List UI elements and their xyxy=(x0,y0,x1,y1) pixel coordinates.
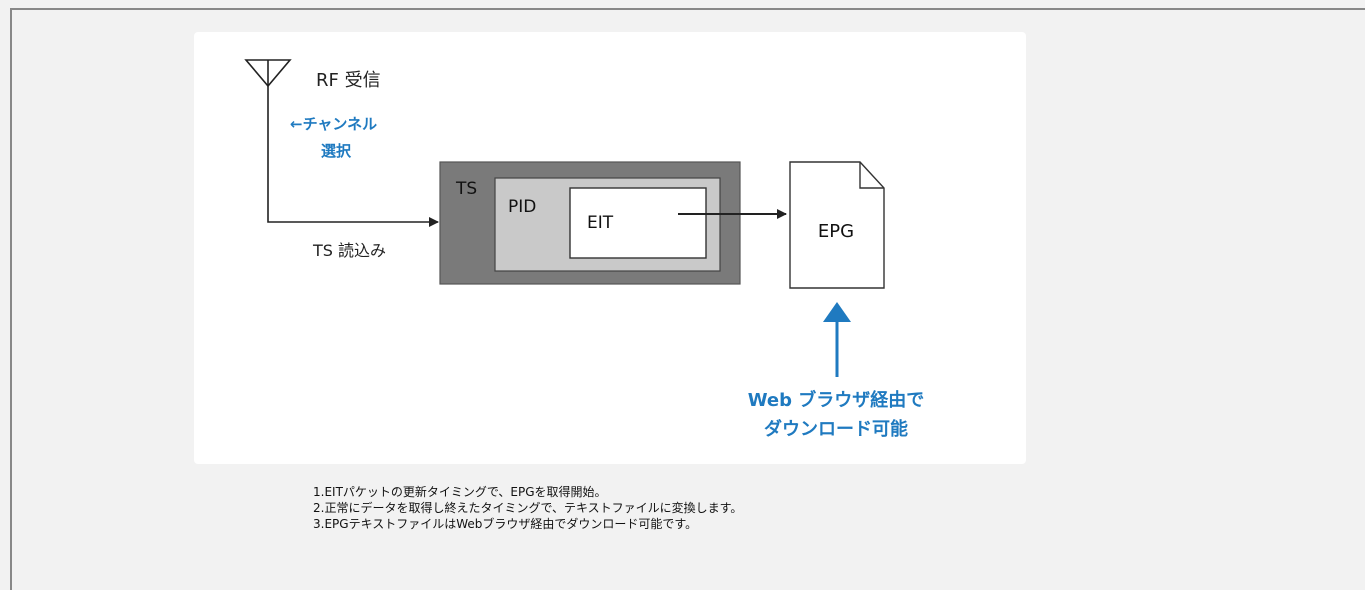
rf-receive-label: RF 受信 xyxy=(316,70,381,91)
channel-select-label: ←チャンネル xyxy=(290,115,377,133)
note-item: 2.正常にデータを取得し終えたタイミングで、テキストファイルに変換します。 xyxy=(313,501,743,515)
web-download-label-1: Web ブラウザ経由で xyxy=(748,389,925,411)
eit-box xyxy=(569,187,707,259)
download-arrow-icon xyxy=(823,302,851,377)
ts-read-label: TS 読込み xyxy=(312,241,386,260)
web-download-label-2: ダウンロード可能 xyxy=(764,418,908,440)
antenna-icon xyxy=(244,59,292,88)
ts-box-label: TS xyxy=(455,179,477,199)
diagram-panel: RF 受信 ←チャンネル 選択 TS 読込み TS PID EIT EPG We… xyxy=(194,32,1026,464)
epg-flow-diagram: RF 受信 ←チャンネル 選択 TS 読込み TS PID EIT EPG We… xyxy=(244,59,925,440)
channel-select-label-2: 選択 xyxy=(321,142,352,160)
notes-list: 1.EITパケットの更新タイミングで、EPGを取得開始。 2.正常にデータを取得… xyxy=(313,484,742,532)
note-item: 3.EPGテキストファイルはWebブラウザ経由でダウンロード可能です。 xyxy=(313,517,698,531)
note-item: 1.EITパケットの更新タイミングで、EPGを取得開始。 xyxy=(313,485,607,499)
ts-read-arrow xyxy=(267,86,439,227)
eit-box-label: EIT xyxy=(587,213,614,233)
epg-doc-label: EPG xyxy=(818,221,854,242)
epg-document-icon xyxy=(789,161,885,289)
pid-box-label: PID xyxy=(508,197,536,217)
